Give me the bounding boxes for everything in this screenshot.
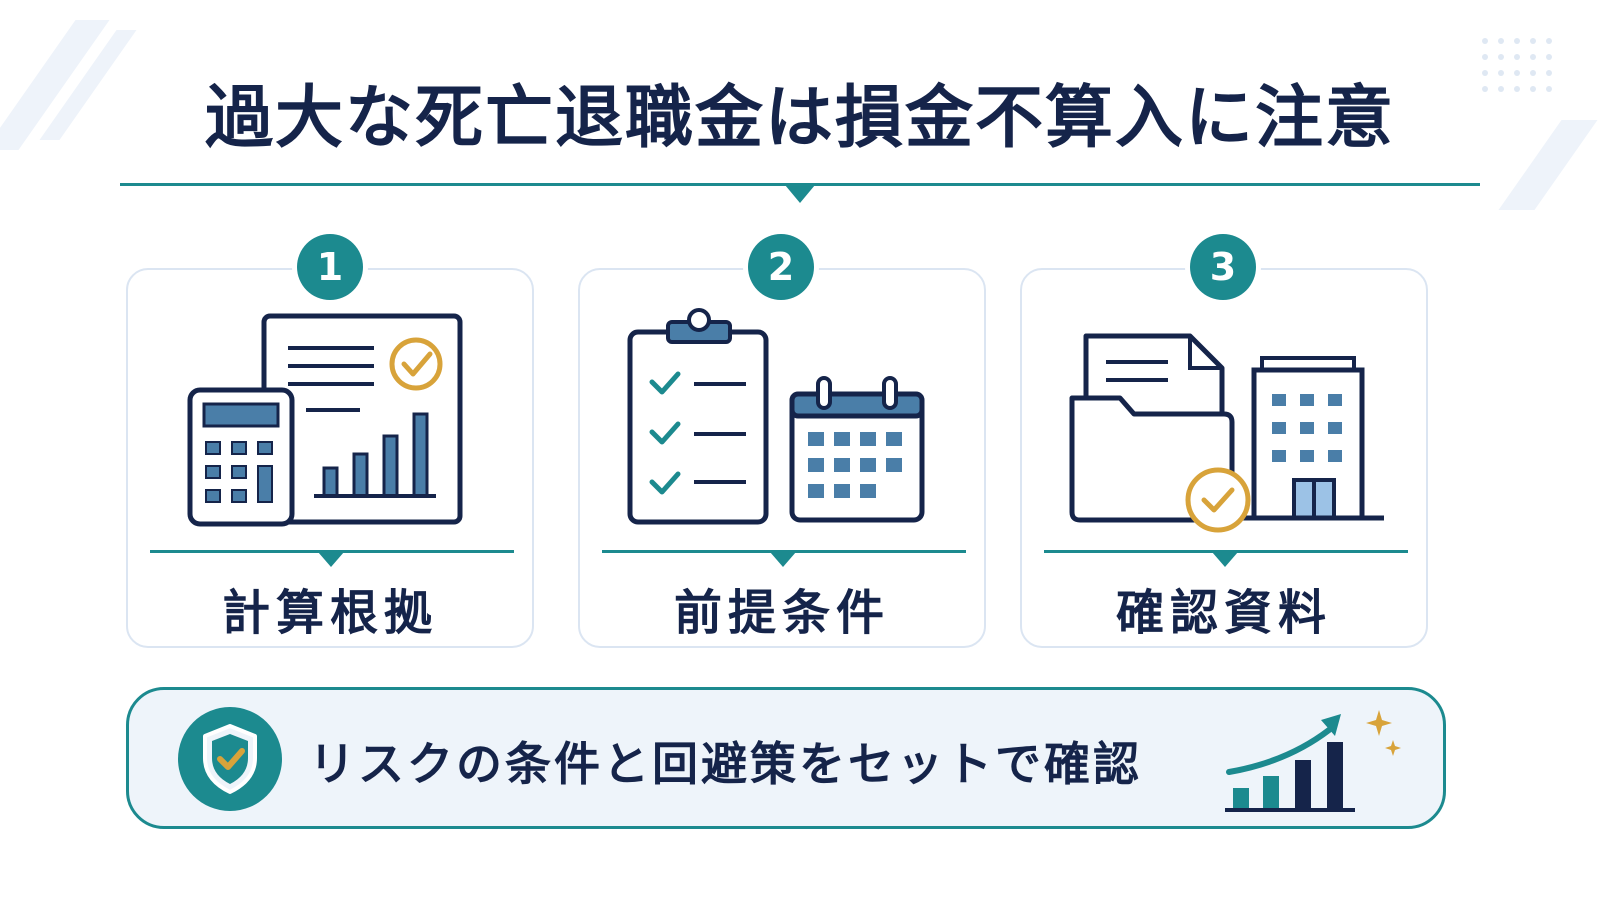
summary-text: リスクの条件と回避策をセットで確認 — [309, 737, 1142, 791]
card-divider-notch — [770, 552, 796, 567]
calculator-document-chart-icon — [187, 313, 463, 527]
folder-building-check-icon — [1069, 333, 1384, 533]
card-divider — [1044, 550, 1408, 553]
card-calculation-basis: 計算根拠 — [126, 268, 534, 648]
step-badge-3: 3 — [1190, 234, 1256, 300]
card-divider-notch — [318, 552, 344, 567]
card-divider-notch — [1212, 552, 1238, 567]
card-label: 確認資料 — [1115, 585, 1332, 641]
step-badge-2: 2 — [748, 234, 814, 300]
title-notch — [785, 185, 815, 203]
page-title: 過大な死亡退職金は損金不算入に注意 — [204, 79, 1395, 158]
card-divider — [602, 550, 966, 553]
growth-chart-icon — [1225, 710, 1401, 812]
card-preconditions: 前提条件 — [578, 268, 986, 648]
card-label: 前提条件 — [673, 585, 890, 641]
card-label: 計算根拠 — [221, 585, 438, 641]
title-underline — [120, 183, 1480, 186]
step-badge-1: 1 — [297, 234, 363, 300]
card-verification-documents: 確認資料 — [1020, 268, 1428, 648]
decor-dot-grid — [1482, 38, 1552, 92]
shield-check-icon — [178, 707, 282, 811]
checklist-calendar-icon — [627, 308, 925, 525]
card-divider — [150, 550, 514, 553]
summary-banner: リスクの条件と回避策をセットで確認 — [126, 687, 1446, 829]
